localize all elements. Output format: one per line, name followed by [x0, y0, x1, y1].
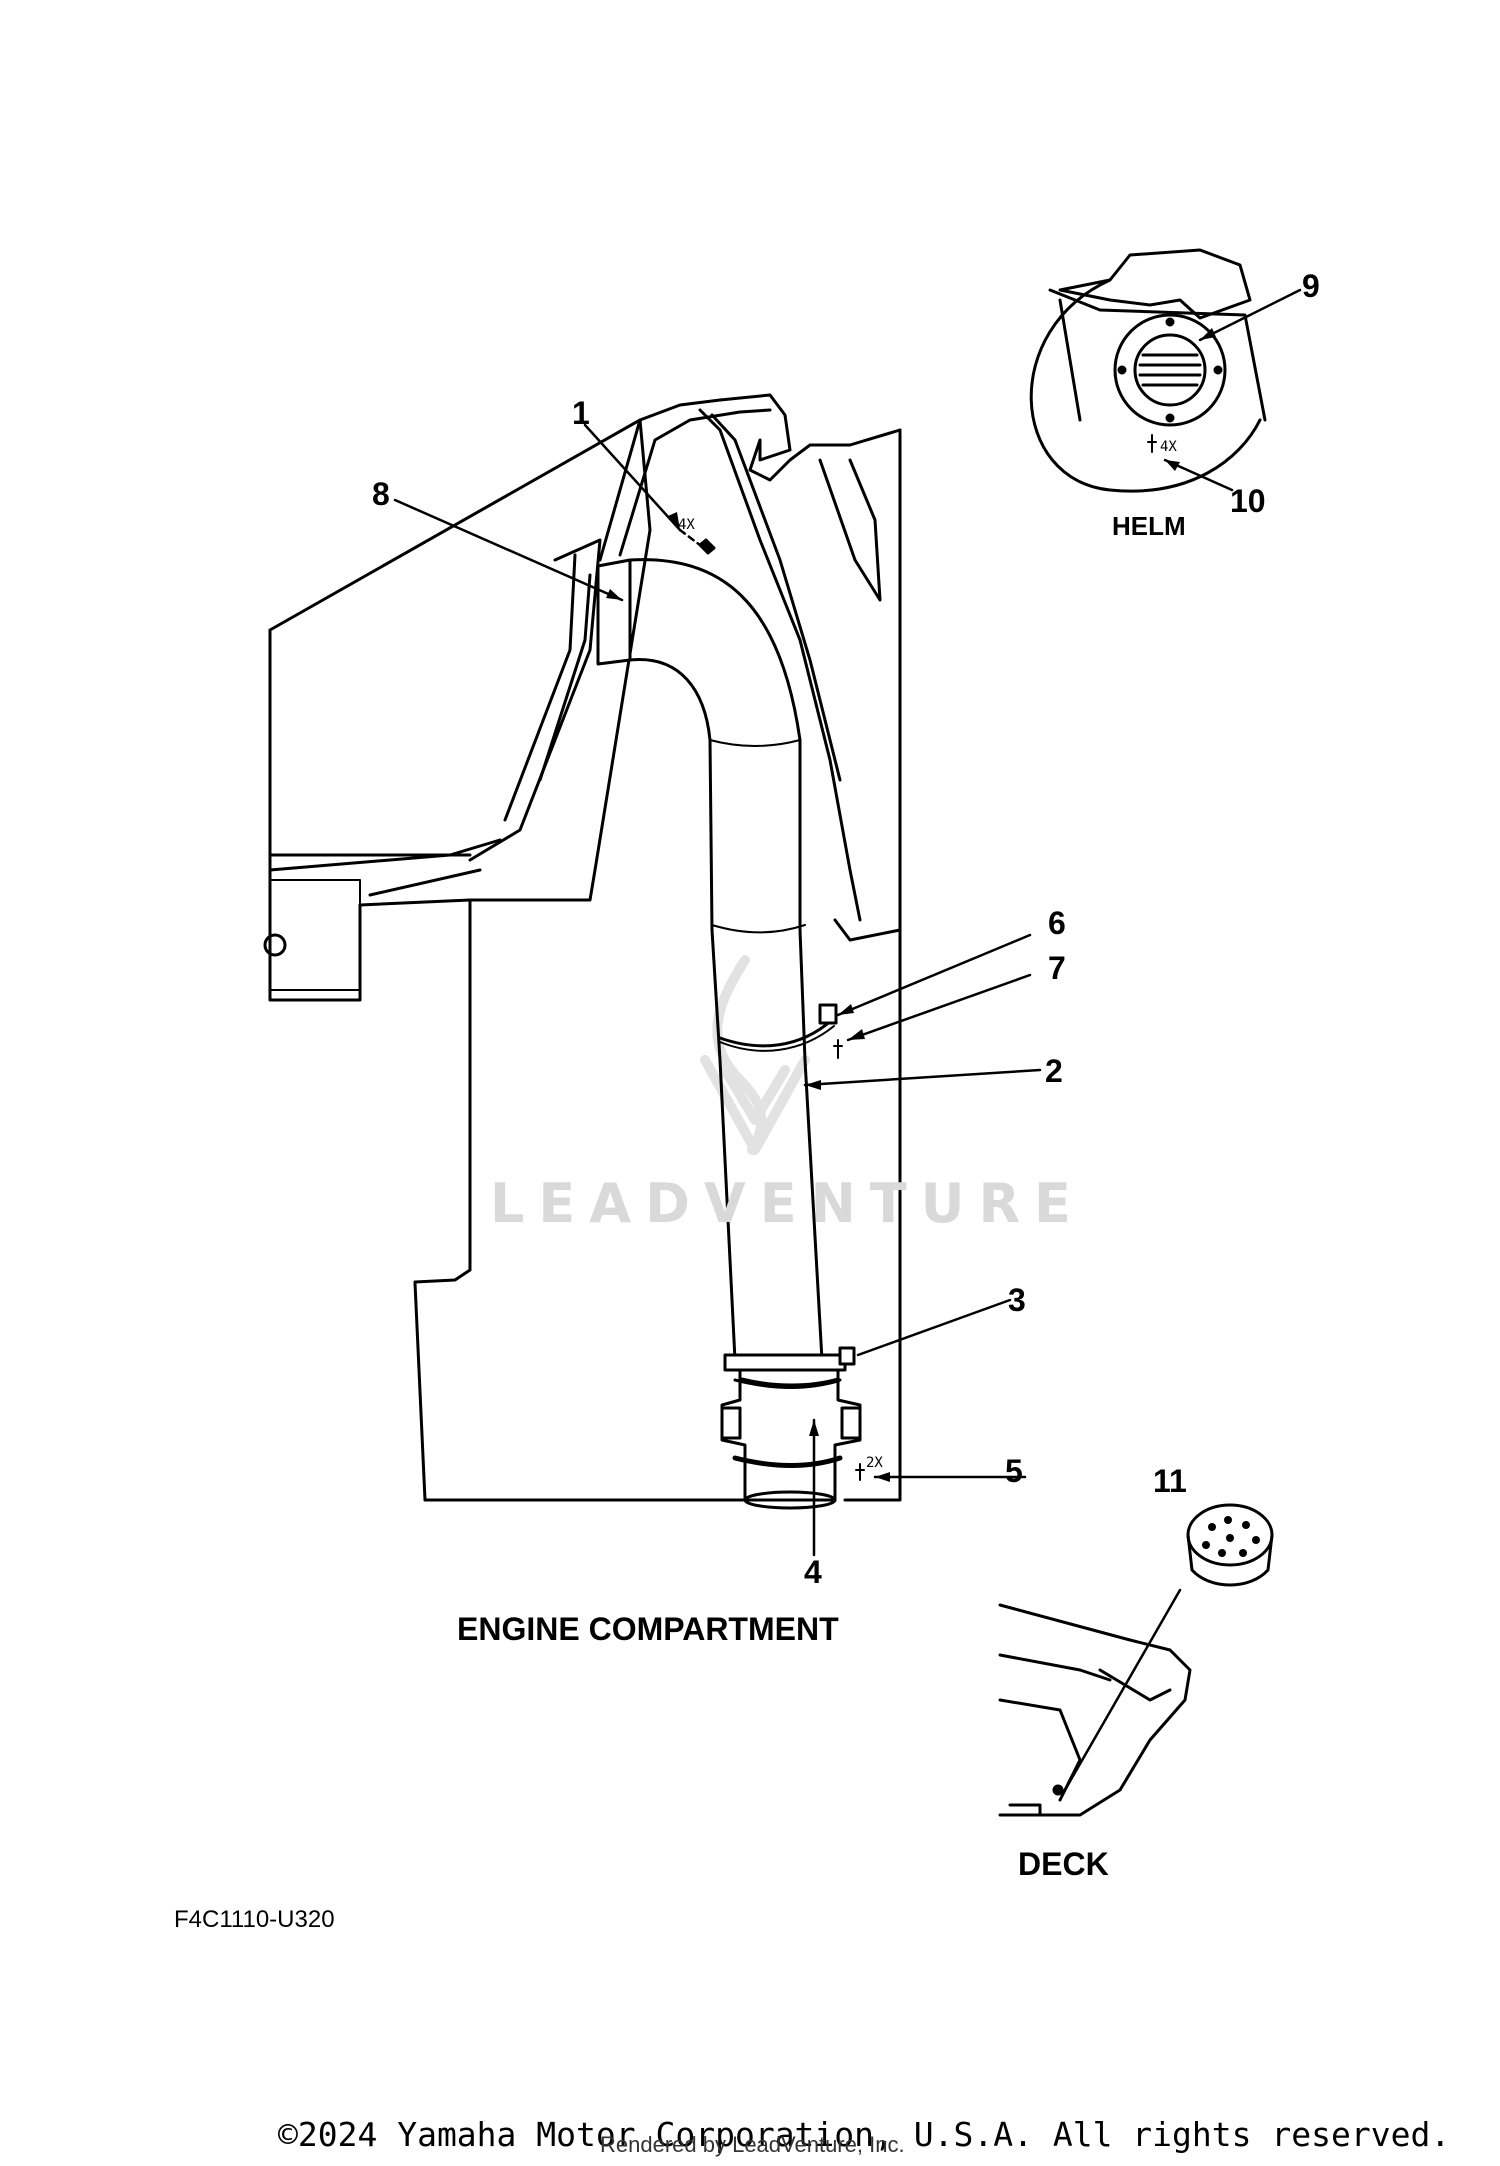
callout-4: 4 — [804, 1554, 822, 1590]
figure-code: F4C1110-U320 — [174, 1906, 335, 1933]
copyright-footer: ©2024 Yamaha Motor Corporation, U.S.A. A… — [278, 2115, 1451, 2154]
callout-5: 5 — [1005, 1453, 1023, 1489]
deck-caption: DECK — [1018, 1846, 1109, 1882]
callout-2: 2 — [1045, 1053, 1063, 1089]
quantity-mark-1: 4X — [678, 517, 695, 533]
rendered-by-notice: Rendered by LeadVenture, Inc. — [600, 2132, 905, 2157]
engine-compartment-caption: ENGINE COMPARTMENT — [457, 1611, 839, 1647]
watermark-text: LEADVENTURE — [490, 1172, 1085, 1235]
callout-7: 7 — [1048, 950, 1066, 986]
callout-10: 10 — [1230, 483, 1266, 519]
callout-11: 11 — [1153, 1463, 1187, 1499]
helm-detail — [1029, 248, 1267, 493]
engine-compartment-assembly — [263, 393, 902, 1510]
callout-1: 1 — [572, 395, 590, 431]
callout-3: 3 — [1008, 1282, 1026, 1318]
callout-6: 6 — [1048, 905, 1066, 941]
leader-lines — [393, 288, 1302, 1792]
callout-9: 9 — [1302, 268, 1320, 304]
helm-caption: HELM — [1112, 511, 1186, 541]
arrowheads — [606, 328, 1216, 1482]
quantity-mark-5: 2X — [866, 1455, 883, 1471]
deck-detail — [998, 1503, 1274, 1817]
callout-8: 8 — [372, 476, 390, 512]
quantity-mark-10: 4X — [1160, 439, 1177, 455]
